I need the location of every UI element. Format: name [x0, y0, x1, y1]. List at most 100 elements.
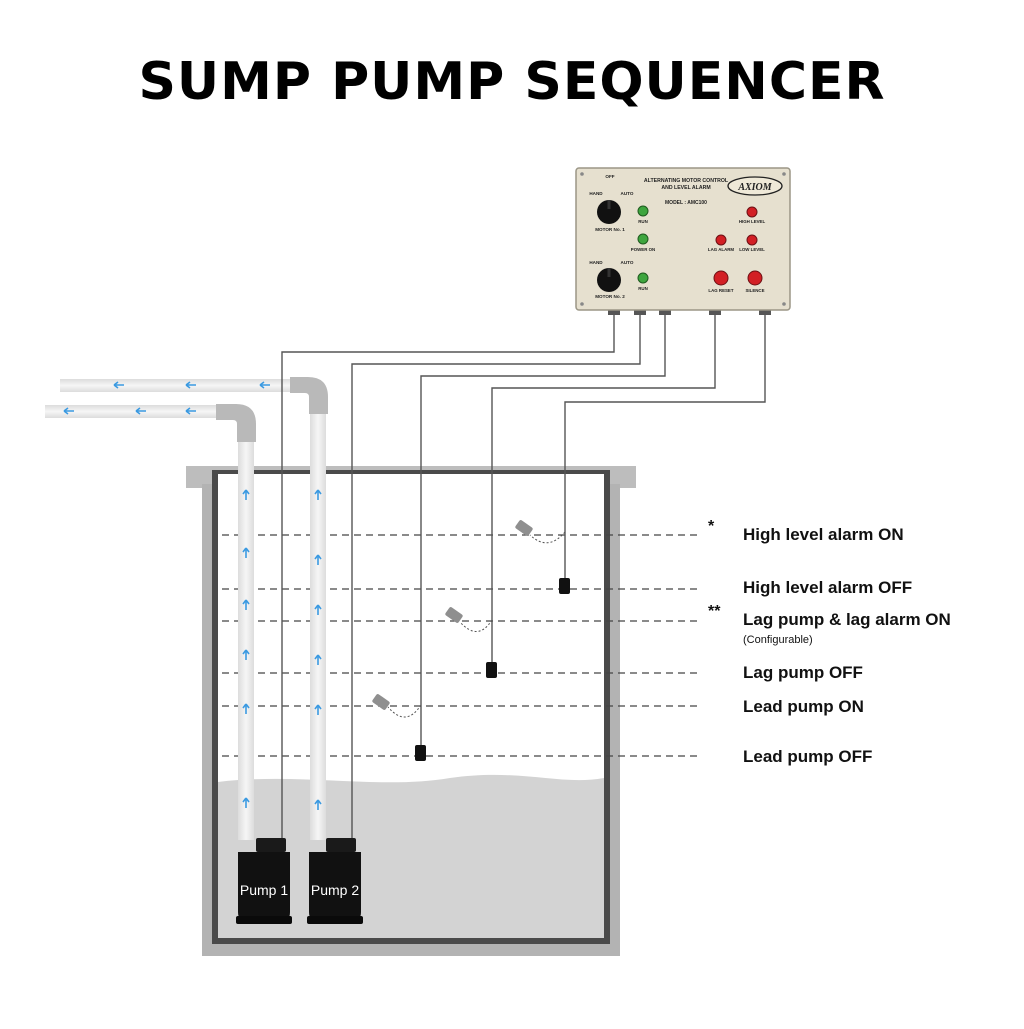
- lag-float-cable: [491, 313, 716, 665]
- pump-1-base: [236, 916, 292, 924]
- level-marker-lag-on: **: [708, 603, 721, 620]
- high-level-float: [515, 520, 570, 594]
- screw-icon: [782, 302, 786, 306]
- cable-gland: [659, 307, 671, 315]
- discharge-pipes: [45, 377, 328, 840]
- lead-float: [372, 694, 426, 761]
- flow-arrows-horizontal: [63, 381, 270, 415]
- page-title: SUMP PUMP SEQUENCER: [138, 52, 886, 112]
- level-label-high-alarm-off: High level alarm OFF: [743, 578, 913, 597]
- cable-gland: [608, 307, 620, 315]
- lag-float: [445, 607, 497, 678]
- pump-1-top: [256, 838, 286, 852]
- low-level-label: LOW LEVEL: [739, 247, 765, 252]
- pump2-elbow: [290, 377, 328, 414]
- flow-arrow-up-icon: [314, 654, 322, 665]
- motor1-run-label: RUN: [638, 219, 648, 224]
- silence-label: SILENCE: [745, 288, 764, 293]
- flow-arrow-up-icon: [314, 799, 322, 810]
- flow-arrow-up-icon: [314, 489, 322, 500]
- flow-arrow-left-icon: [135, 407, 146, 415]
- lag-alarm-indicator: [715, 234, 727, 246]
- pump2-riser-pipe: [310, 412, 326, 840]
- float-swing-path: [387, 704, 422, 718]
- brand-logo-text: AXIOM: [737, 182, 772, 193]
- level-marker-high-alarm-on: *: [708, 518, 715, 535]
- cable-gland: [709, 307, 721, 315]
- motor1-selector-knob[interactable]: [597, 200, 621, 224]
- flow-arrow-up-icon: [242, 599, 250, 610]
- flow-arrow-up-icon: [314, 554, 322, 565]
- flow-arrow-up-icon: [314, 704, 322, 715]
- upper-horizontal-pipe: [60, 379, 298, 392]
- cable-glands: [608, 307, 771, 315]
- pump-2-body: [309, 852, 361, 922]
- flow-arrow-left-icon: [63, 407, 74, 415]
- screw-icon: [580, 172, 584, 176]
- high-level-label: HIGH LEVEL: [739, 219, 766, 224]
- flow-arrow-left-icon: [185, 407, 196, 415]
- pump1-elbow: [216, 404, 256, 442]
- pump-2-top: [326, 838, 356, 852]
- level-label-lead-on: Lead pump ON: [743, 697, 864, 716]
- flow-arrow-up-icon: [242, 649, 250, 660]
- level-label-lag-on: Lag pump & lag alarm ON: [743, 610, 951, 629]
- flow-arrows-vertical: [242, 489, 322, 810]
- flow-arrow-up-icon: [242, 703, 250, 714]
- float-switch-hanging-icon: [486, 662, 497, 678]
- cables: [281, 313, 766, 848]
- float-switch-hanging-icon: [559, 578, 570, 594]
- level-label-high-alarm-on: High level alarm ON: [743, 525, 904, 544]
- lag-alarm-label: LAG ALARM: [708, 247, 735, 252]
- flow-arrow-up-icon: [242, 489, 250, 500]
- panel-heading-line1: ALTERNATING MOTOR CONTROL: [644, 178, 729, 184]
- motor2-label: MOTOR No. 2: [595, 294, 625, 299]
- panel-heading-line2: AND LEVEL ALARM: [661, 185, 710, 191]
- float-switch-tilted-icon: [445, 607, 463, 623]
- flow-arrow-left-icon: [185, 381, 196, 389]
- flow-arrow-up-icon: [314, 604, 322, 615]
- pump1-riser-pipe: [238, 440, 254, 840]
- motor1-off-label: OFF: [605, 174, 614, 179]
- flow-arrow-up-icon: [242, 797, 250, 808]
- motor2-knob-pointer: [607, 268, 611, 277]
- motor1-knob-pointer: [607, 200, 611, 209]
- lead-float-cable: [420, 313, 666, 748]
- float-switch-tilted-icon: [515, 520, 533, 536]
- pump-1-body: [238, 852, 290, 922]
- pump-2-label: Pump 2: [311, 882, 359, 898]
- level-label-lead-off: Lead pump OFF: [743, 747, 873, 766]
- motor2-run-label: RUN: [638, 286, 648, 291]
- lag-reset-button[interactable]: [713, 270, 729, 286]
- motor2-hand-label: HAND: [589, 260, 603, 265]
- level-lines: [222, 534, 698, 757]
- level-note-configurable: (Configurable): [743, 634, 813, 646]
- high-level-indicator: [746, 206, 758, 218]
- float-switch-hanging-icon: [415, 745, 426, 761]
- motor2-auto-label: AUTO: [621, 260, 634, 265]
- float-swing-path: [529, 531, 566, 544]
- high-float-cable: [564, 313, 766, 582]
- float-switch-tilted-icon: [372, 694, 390, 710]
- pump2-power-cable: [351, 313, 641, 848]
- control-panel: ALTERNATING MOTOR CONTROL AND LEVEL ALAR…: [575, 167, 791, 311]
- pump-1: Pump 1: [236, 838, 292, 924]
- motor1-run-indicator: [637, 205, 649, 217]
- level-label-lag-off: Lag pump OFF: [743, 663, 863, 682]
- pump-2-base: [307, 916, 363, 924]
- low-level-indicator: [746, 234, 758, 246]
- power-on-label: POWER ON: [631, 247, 655, 252]
- motor2-selector-knob[interactable]: [597, 268, 621, 292]
- pump1-power-cable: [281, 313, 615, 848]
- cable-gland: [759, 307, 771, 315]
- flow-arrow-left-icon: [259, 381, 270, 389]
- screw-icon: [580, 302, 584, 306]
- control-panel-enclosure: [575, 167, 791, 311]
- motor2-run-indicator: [637, 272, 649, 284]
- pump-2: Pump 2: [307, 838, 363, 924]
- silence-button[interactable]: [747, 270, 763, 286]
- axiom-logo: [727, 176, 783, 196]
- motor1-hand-label: HAND: [589, 191, 603, 196]
